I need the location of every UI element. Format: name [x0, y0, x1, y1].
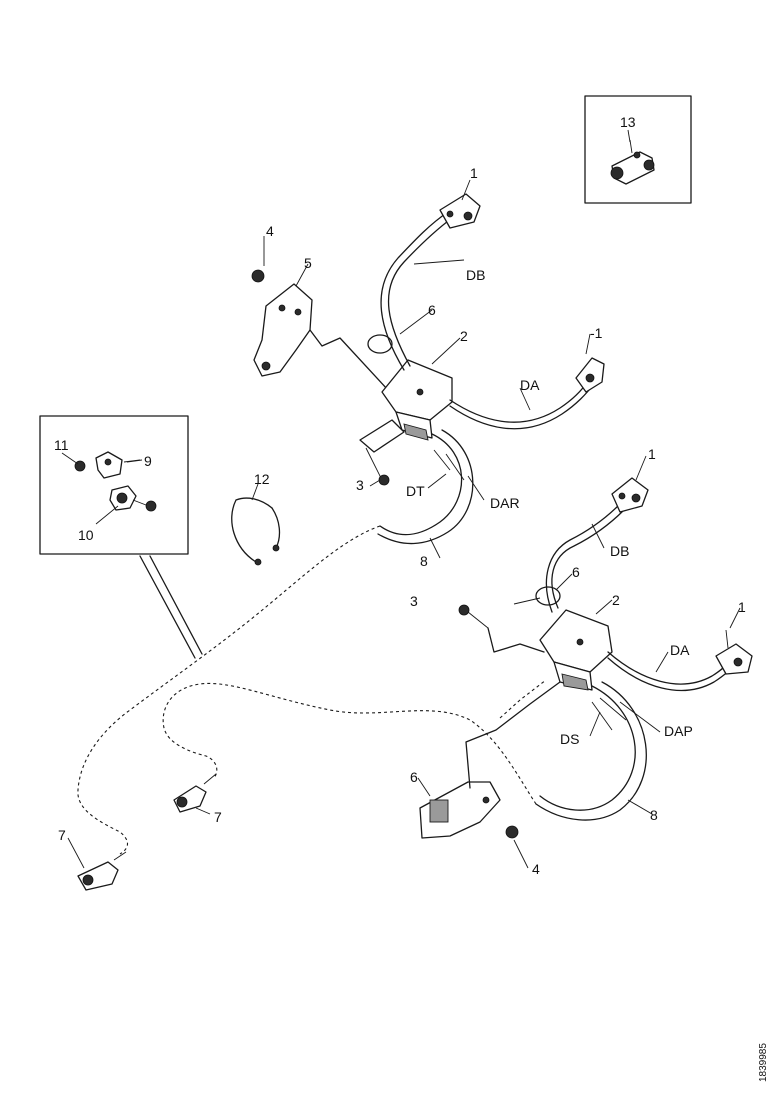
leader-lines: [61, 129, 741, 869]
ring-12: [231, 497, 281, 566]
label-da-upper: DA: [520, 377, 540, 393]
clip-6-lower-loop: [535, 586, 561, 606]
bracket-9-drawing: [74, 451, 123, 479]
label-1-right-lower: 1: [738, 599, 746, 615]
label-6-lower: 6: [572, 564, 580, 580]
cable-db-lower: [545, 503, 621, 613]
lower-link-line: [465, 681, 561, 789]
sensor-1-right-upper: [575, 357, 605, 393]
bracket-5-link: [309, 329, 389, 391]
connector-7-bottom-left: [77, 851, 127, 891]
harness-dashed-upper: [77, 525, 381, 855]
label-dar: DAR: [490, 495, 520, 511]
bolt-3-lower: [458, 604, 545, 653]
label-8-lower: 8: [650, 807, 658, 823]
cable-db-lower-outline: [551, 509, 625, 609]
bracket-lower: [419, 781, 519, 839]
control-module-lower: [539, 609, 613, 691]
figure-reference-number: 1839985: [758, 1043, 769, 1082]
bracket-5-drawing: [251, 236, 313, 377]
sensor-1-top: [439, 193, 481, 229]
label-3-upper: 3: [356, 477, 364, 493]
label-7-center: 7: [214, 809, 222, 825]
sensor-1-lower-top: [611, 477, 649, 513]
label-1-top: 1: [470, 165, 478, 181]
label-5: 5: [304, 255, 312, 271]
label-2-lower: 2: [612, 592, 620, 608]
label-13: 13: [620, 114, 636, 130]
cable-db-upper: [380, 211, 449, 371]
sensor-1-right-lower: [715, 629, 753, 675]
label-8-upper: 8: [420, 553, 428, 569]
label-7-bottom-left: 7: [58, 827, 66, 843]
clip-6-upper-loop: [367, 334, 393, 354]
label-3-lower: 3: [410, 593, 418, 609]
connector-7-center: [173, 773, 217, 813]
label-11: 11: [54, 437, 69, 453]
label-db-lower: DB: [610, 543, 629, 559]
connector-13-drawing: [610, 139, 655, 185]
harness-dashed-connector: [499, 679, 547, 719]
label-10: 10: [78, 527, 94, 543]
label-6-bracket: 6: [410, 769, 418, 785]
label-12: 12: [254, 471, 270, 487]
cable-da-upper: [449, 377, 591, 423]
label-ds: DS: [560, 731, 579, 747]
cable-da-upper-outline: [449, 383, 595, 430]
label-6-upper: 6: [428, 302, 436, 318]
label-4-upper: 4: [266, 223, 274, 239]
label-dt: DT: [406, 483, 425, 499]
harness-8-upper: [377, 429, 474, 545]
label-1-right-upper: -1: [590, 325, 603, 341]
label-4-lower: 4: [532, 861, 540, 877]
inset-leader-lines: [139, 555, 203, 659]
label-dap: DAP: [664, 723, 693, 739]
label-db-upper: DB: [466, 267, 485, 283]
label-2-upper: 2: [460, 328, 468, 344]
inset-box-parts-9-10-11: [39, 415, 189, 555]
harness-dashed-lower: [162, 682, 537, 805]
cable-db-upper-outline: [387, 217, 453, 367]
harness-8-lower: [535, 681, 647, 821]
label-1-lower-top: 1: [648, 446, 656, 462]
inset-box-part-13: [584, 95, 692, 204]
sensor-10-drawing: [109, 485, 157, 512]
bolt-3-upper: [359, 419, 405, 486]
label-da-lower: DA: [670, 642, 690, 658]
label-9: 9: [144, 453, 152, 469]
